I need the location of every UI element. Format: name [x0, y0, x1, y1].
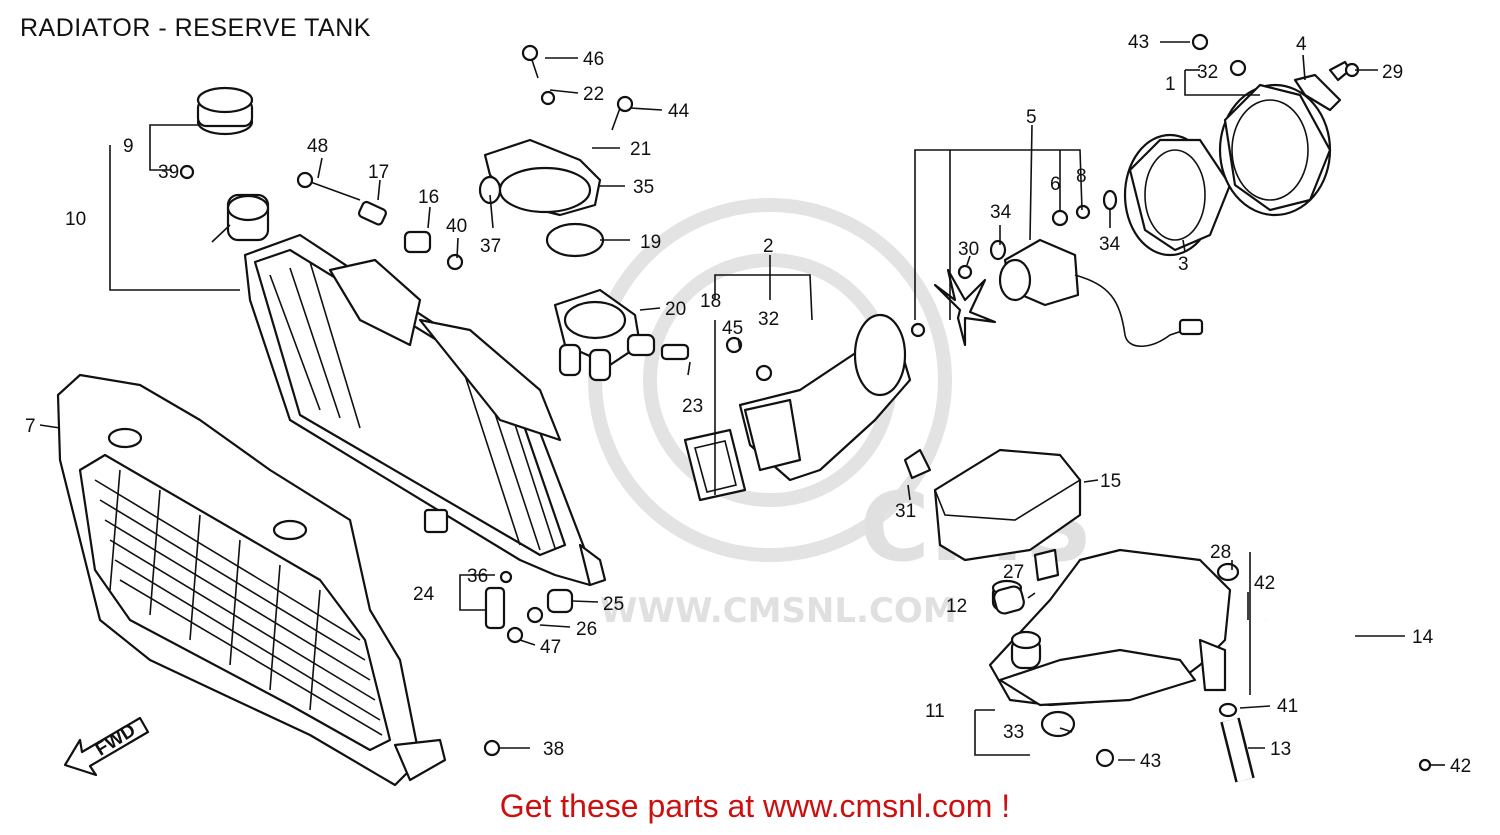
- callout-45: 45: [722, 318, 743, 339]
- callout-1: 1: [1165, 74, 1176, 95]
- callout-13: 13: [1270, 739, 1291, 760]
- callout-15: 15: [1100, 471, 1121, 492]
- callout-2: 2: [763, 236, 774, 257]
- callout-20: 20: [665, 299, 686, 320]
- callout-12: 12: [946, 596, 967, 617]
- fan-duct: [683, 313, 912, 502]
- callout-30: 30: [958, 239, 979, 260]
- callout-18: 18: [700, 291, 721, 312]
- watermark-site: WWW.CMSNL.COM: [600, 591, 957, 631]
- callout-6: 6: [1050, 174, 1061, 195]
- callout-42-bottom: 42: [1450, 756, 1471, 777]
- leader-lines: [39, 41, 1445, 766]
- callout-25: 25: [603, 594, 624, 615]
- fan-shroud: [1123, 73, 1342, 257]
- callout-33: 33: [1003, 722, 1024, 743]
- tank-cover: [903, 448, 1082, 562]
- callout-17: 17: [368, 162, 389, 183]
- fan-motor: [910, 189, 1204, 348]
- callout-31: 31: [895, 501, 916, 522]
- callout-14: 14: [1412, 627, 1434, 648]
- callout-40: 40: [446, 216, 467, 237]
- callout-42-top: 42: [1254, 573, 1275, 594]
- footer-link[interactable]: Get these parts at www.cmsnl.com !: [0, 788, 1500, 825]
- callout-labels: 1 2 3 4 5 6 7 8 9 10 11 12 13 14 15 16 1…: [25, 32, 1471, 777]
- radiator-core: [211, 193, 607, 587]
- callout-32-top: 32: [1197, 62, 1218, 83]
- callout-29: 29: [1382, 62, 1403, 83]
- callout-38: 38: [543, 739, 564, 760]
- hoses: [1218, 613, 1432, 783]
- callout-46: 46: [583, 49, 604, 70]
- callout-37: 37: [480, 236, 501, 257]
- callout-9: 9: [123, 136, 134, 157]
- callout-44: 44: [668, 101, 690, 122]
- footer-text: Get these parts at www.cmsnl.com !: [499, 788, 1011, 824]
- callout-10: 10: [65, 209, 86, 230]
- radiator-cap: [196, 86, 254, 136]
- callout-21: 21: [630, 139, 651, 160]
- callout-27: 27: [1003, 562, 1024, 583]
- callout-43-top: 43: [1128, 32, 1149, 53]
- callout-35: 35: [633, 177, 654, 198]
- callout-36: 36: [467, 566, 488, 587]
- callout-39: 39: [158, 162, 179, 183]
- fwd-arrow: FWD: [63, 716, 150, 777]
- callout-19: 19: [640, 232, 661, 253]
- callout-48: 48: [307, 136, 328, 157]
- callout-3: 3: [1178, 254, 1189, 275]
- thermostat-housing: [478, 138, 690, 382]
- callout-8: 8: [1076, 166, 1087, 187]
- callout-34-left: 34: [990, 202, 1012, 223]
- callout-16: 16: [418, 187, 439, 208]
- callout-26: 26: [576, 619, 597, 640]
- radiator-shroud: [56, 373, 447, 787]
- fasteners: [179, 33, 1360, 768]
- reserve-tank: [988, 548, 1240, 707]
- callout-11: 11: [925, 701, 945, 722]
- callout-7: 7: [25, 416, 36, 437]
- callout-41: 41: [1277, 696, 1298, 717]
- callout-32: 32: [758, 309, 779, 330]
- callout-43-bottom: 43: [1140, 751, 1161, 772]
- callout-4: 4: [1296, 34, 1307, 55]
- callout-5: 5: [1026, 107, 1037, 128]
- callout-47: 47: [540, 637, 561, 658]
- page-title: RADIATOR - RESERVE TANK: [20, 14, 371, 42]
- callout-22: 22: [583, 84, 604, 105]
- callout-24: 24: [413, 584, 435, 605]
- callout-28: 28: [1210, 542, 1231, 563]
- callout-23: 23: [682, 396, 703, 417]
- callout-34-right: 34: [1099, 234, 1121, 255]
